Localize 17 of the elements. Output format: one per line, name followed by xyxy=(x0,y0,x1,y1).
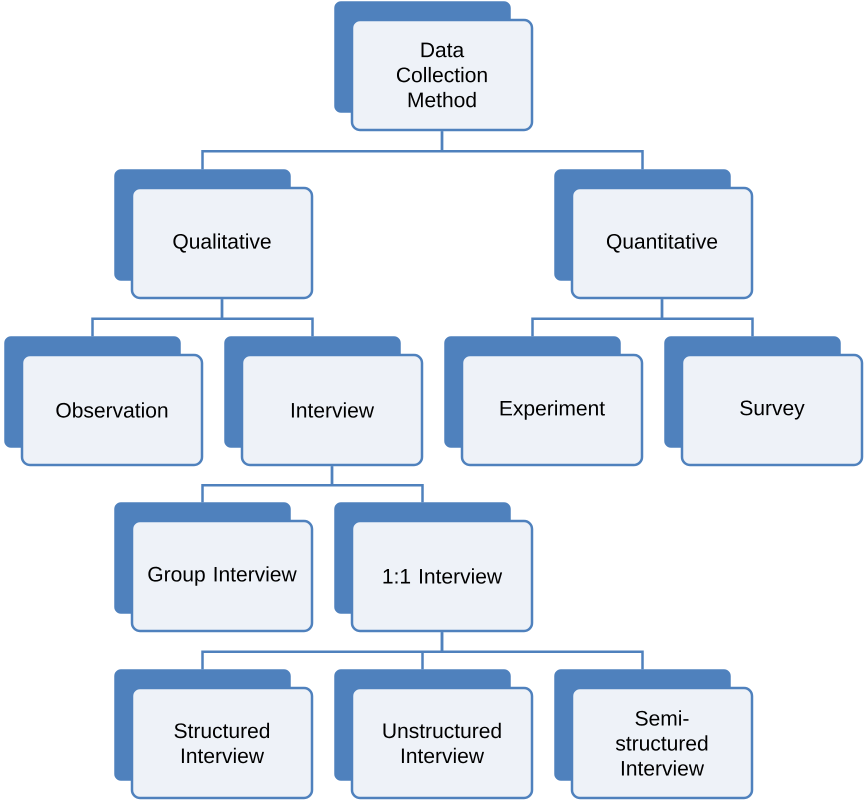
connector xyxy=(330,466,424,502)
process-box: Group Interview xyxy=(114,502,314,632)
process-box: Qualitative xyxy=(114,169,314,300)
connector xyxy=(440,131,644,170)
process-box: Data Collection Method xyxy=(334,1,534,132)
process-box: Semi-structured Interview xyxy=(554,669,754,800)
process-box: Structured Interview xyxy=(114,669,314,800)
process-box: Observation xyxy=(4,336,204,466)
process-box: 1:1 Interview xyxy=(334,502,534,632)
process-box: Survey xyxy=(664,336,864,466)
process-box: Experiment xyxy=(444,336,644,466)
connector xyxy=(220,299,314,336)
connector xyxy=(660,299,754,336)
process-box: Unstructured Interview xyxy=(334,669,534,800)
process-box: Interview xyxy=(224,336,424,466)
process-box: Quantitative xyxy=(554,169,754,300)
connector xyxy=(440,632,644,670)
